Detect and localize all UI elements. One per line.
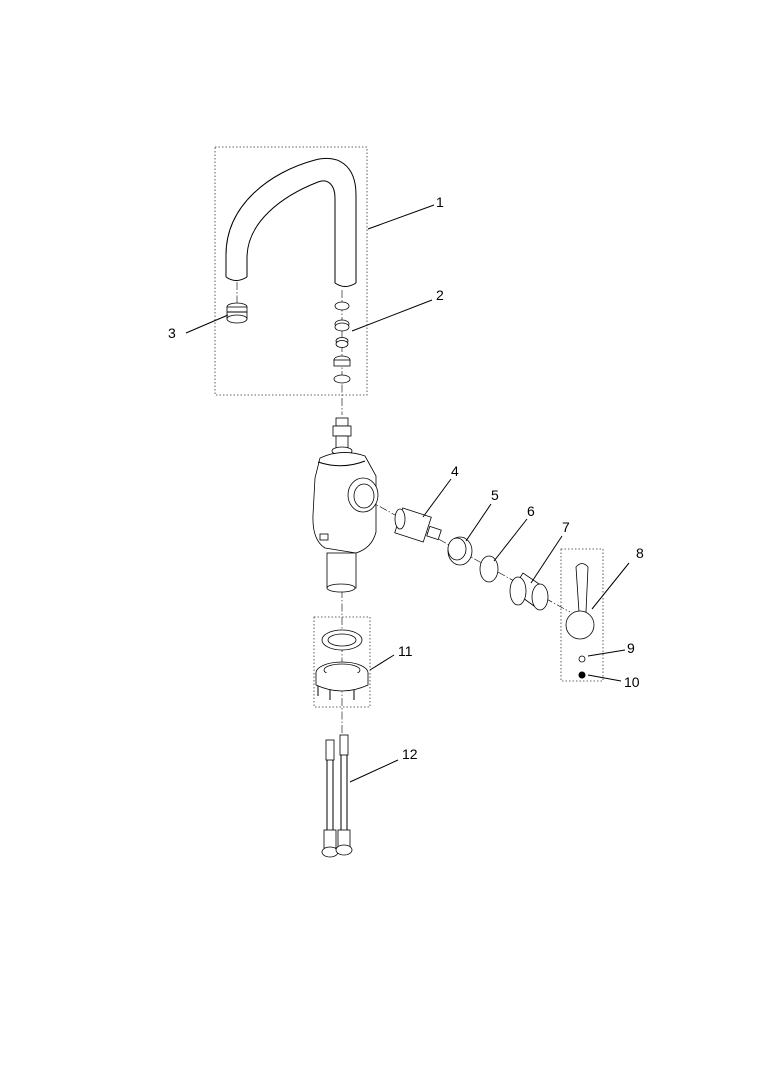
supply-hoses-part — [321, 734, 353, 858]
bonnet-nut-part — [447, 536, 473, 566]
label-part-12: 12 — [402, 746, 418, 762]
label-part-9: 9 — [627, 640, 635, 656]
label-part-10: 10 — [624, 674, 640, 690]
label-part-11: 11 — [398, 643, 413, 659]
leader-lines — [185, 204, 630, 783]
body-connector-part — [331, 417, 353, 456]
label-part-4: 4 — [451, 463, 459, 479]
handle-group-box — [560, 548, 604, 682]
label-part-3: 3 — [168, 325, 176, 341]
o-ring-part — [479, 555, 499, 583]
cartridge-part — [394, 507, 442, 543]
spout-group-box — [214, 146, 368, 396]
lever-handle-part — [565, 563, 595, 640]
label-part-8: 8 — [636, 545, 644, 561]
base-plate-part — [315, 629, 369, 700]
label-part-2: 2 — [436, 287, 444, 303]
seal-rings-part — [333, 301, 351, 384]
screw-part — [578, 655, 586, 663]
cap-part — [578, 671, 586, 679]
spout-part — [225, 158, 357, 287]
label-part-7: 7 — [562, 519, 570, 535]
label-part-1: 1 — [436, 194, 444, 210]
aerator-part — [226, 302, 248, 324]
label-part-5: 5 — [491, 487, 499, 503]
faucet-body-part — [312, 452, 379, 593]
sleeve-part — [509, 572, 549, 611]
label-part-6: 6 — [527, 503, 535, 519]
